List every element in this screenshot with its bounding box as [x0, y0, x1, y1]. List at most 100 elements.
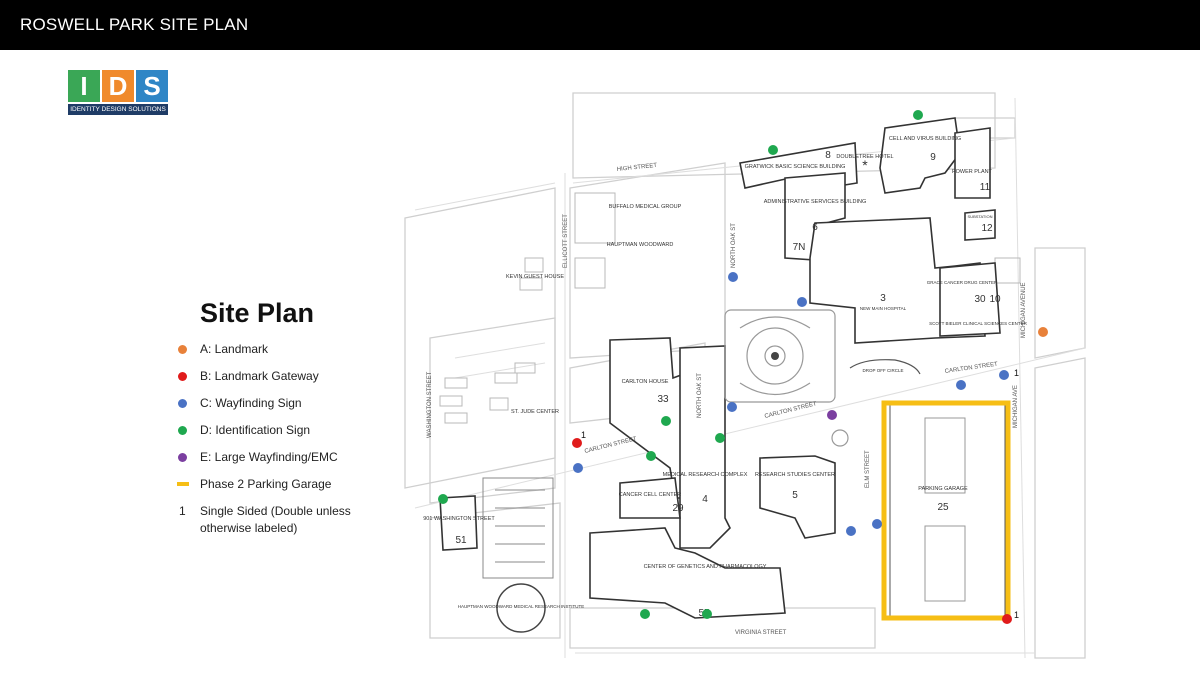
label-scott-bieler: SCOTT BIELER CLINICAL SCIENCES CENTER: [929, 321, 1028, 326]
single-sided-mark: 1: [1014, 610, 1019, 620]
logo-letter-d: D: [102, 70, 134, 102]
sign-marker-c: [573, 463, 583, 473]
label-north-oak-mid: NORTH OAK ST: [697, 373, 703, 418]
sign-marker-d: [715, 433, 725, 443]
sign-marker-b: [1002, 614, 1012, 624]
legend-dot-icon: [178, 372, 187, 381]
label-parking-garage: PARKING GARAGE: [918, 486, 968, 492]
num-medical-research: 4: [702, 494, 708, 505]
legend-item-label: B: Landmark Gateway: [200, 369, 319, 383]
sign-marker-d: [640, 609, 650, 619]
logo-tagline: IDENTITY DESIGN SOLUTIONS: [68, 104, 168, 115]
num-research-studies: 5: [792, 490, 798, 501]
label-main-hospital: NEW MAIN HOSPITAL: [860, 306, 907, 311]
surface-parking: [482, 477, 554, 579]
label-washington: WASHINGTON STREET: [427, 371, 433, 438]
block-east-south: [1034, 357, 1086, 659]
label-buffalo-medical: BUFFALO MEDICAL GROUP: [609, 204, 682, 210]
label-virginia: VIRGINIA STREET: [735, 630, 787, 636]
legend-item: Phase 2 Parking Garage: [177, 476, 378, 503]
sign-marker-b: [572, 438, 582, 448]
sign-marker-c: [999, 370, 1009, 380]
sign-marker-a: [1038, 327, 1048, 337]
single-sided-mark: 1: [581, 430, 586, 440]
sign-marker-c: [728, 272, 738, 282]
block-east: [1034, 247, 1086, 359]
sign-marker-d: [646, 451, 656, 461]
num-10: 10: [989, 294, 1001, 305]
num-parking-garage: 25: [937, 502, 949, 513]
num-power-plant: 11: [980, 182, 991, 193]
courtyard: [724, 309, 849, 447]
substation: [964, 209, 996, 241]
label-elm: ELM STREET: [865, 450, 871, 488]
sign-markers: [438, 110, 1048, 624]
label-hauptman-top: HAUPTMAN WOODWARD: [607, 242, 674, 248]
logo-letter-s: S: [136, 70, 168, 102]
block-hauptman: [569, 162, 726, 359]
label-north-oak-top: NORTH OAK ST: [731, 223, 737, 268]
logo-letter-i: I: [68, 70, 100, 102]
label-gratwick: GRATWICK BASIC SCIENCE BUILDING: [745, 164, 846, 170]
legend-item-label: A: Landmark: [200, 342, 269, 356]
legend-bar-icon: [177, 482, 189, 486]
num-main-hospital: 3: [880, 293, 886, 304]
sign-marker-c: [797, 297, 807, 307]
label-power-plant: POWER PLANT: [952, 169, 993, 175]
hwmri-building: [496, 583, 546, 633]
num-washington-901: 51: [455, 535, 467, 546]
label-genetics: CENTER OF GENETICS AND PHARMACOLOGY: [644, 564, 767, 570]
label-st-jude: ST. JUDE CENTER: [511, 409, 559, 415]
legend-title: Site Plan: [200, 298, 315, 328]
genetics-pharmacology: [589, 527, 786, 619]
label-admin: ADMINISTRATIVE SERVICES BUILDING: [764, 199, 866, 205]
legend-item-label: Phase 2 Parking Garage: [200, 477, 332, 491]
legend-item: C: Wayfinding Sign: [178, 395, 378, 422]
medical-research-complex: [679, 345, 731, 549]
sign-marker-e: [827, 410, 837, 420]
research-studies-center: [759, 455, 836, 539]
label-medical-research: MEDICAL RESEARCH COMPLEX: [663, 472, 748, 478]
cell-virus-building: [879, 117, 961, 194]
grace-cancer-center: [939, 262, 1001, 337]
label-michigan-bottom: MICHIGAN AVE: [1013, 385, 1019, 428]
page-title: ROSWELL PARK SITE PLAN: [20, 15, 249, 34]
num-carlton-house: 33: [657, 394, 669, 405]
label-grace-cancer: GRACE CANCER DRUG CENTER: [927, 280, 998, 285]
sign-marker-d: [438, 494, 448, 504]
label-carlton-left: CARLTON STREET: [584, 436, 638, 455]
num-cell-virus: 9: [930, 152, 936, 163]
legend-dot-icon: [178, 345, 187, 354]
num-substation: 12: [981, 223, 993, 234]
street-lines: [414, 97, 1086, 659]
buildings: [439, 117, 1001, 619]
label-cell-virus: CELL AND VIRUS BUILDING: [889, 136, 961, 142]
label-kevin-guest: KEVIN GUEST HOUSE: [506, 274, 564, 280]
asterisk-icon: *: [862, 157, 868, 173]
sign-marker-d: [768, 145, 778, 155]
legend-dot-icon: [178, 453, 187, 462]
num-cancer-cell: 29: [672, 503, 684, 514]
ids-logo: I D S IDENTITY DESIGN SOLUTIONS: [68, 70, 168, 116]
legend-number-symbol: 1: [179, 504, 186, 518]
legend-item-label: E: Large Wayfinding/EMC: [200, 450, 338, 464]
legend-item: B: Landmark Gateway: [178, 368, 378, 395]
single-sided-mark: 1: [1014, 368, 1019, 378]
sign-marker-d: [913, 110, 923, 120]
legend: Site Plan A: Landmark B: Landmark Gateway…: [177, 298, 378, 563]
label-carlton-right: CARLTON STREET: [944, 362, 998, 375]
title-bar: ROSWELL PARK SITE PLAN: [0, 0, 1200, 50]
sign-marker-c: [956, 380, 966, 390]
label-hwmri: HAUPTMAN WOODWARD MEDICAL RESEARCH INSTI…: [458, 604, 584, 609]
block-washington: [429, 317, 556, 504]
legend-item-label: C: Wayfinding Sign: [200, 396, 302, 410]
sign-marker-d: [702, 609, 712, 619]
legend-item: E: Large Wayfinding/EMC: [178, 449, 378, 476]
num-admin: 6: [812, 222, 818, 233]
label-doubletree: DOUBLETREE HOTEL: [836, 154, 893, 160]
label-michigan-top: MICHIGAN AVENUE: [1021, 282, 1027, 338]
cancer-cell-center: [619, 477, 681, 519]
label-substation: SUBSTATION: [968, 214, 993, 219]
label-carlton-mid: CARLTON STREET: [764, 401, 818, 420]
